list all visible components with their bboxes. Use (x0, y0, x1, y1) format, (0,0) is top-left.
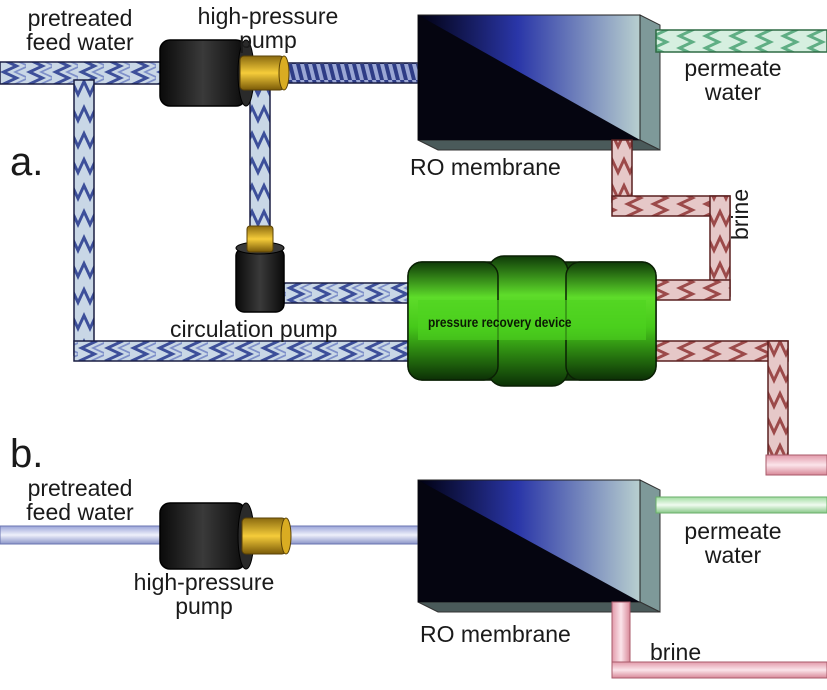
brine-pipe-b (611, 601, 827, 679)
circulation-pipe-vertical (249, 83, 271, 230)
hp-pump-label-a-line1: high-pressure (197, 3, 339, 29)
feed-water-label-a: pretreated feed water (0, 6, 160, 54)
permeate-label-a: permeate water (668, 56, 798, 104)
brine-pipe-a-outlet (765, 454, 827, 476)
permeate-pipe-a (655, 29, 827, 53)
brine-pipe-a (611, 139, 827, 476)
feed-water-label-b-line2: feed water (26, 499, 134, 525)
feed-pipe-high-pressure (279, 62, 421, 84)
pump-coupling-a (239, 55, 285, 91)
ro-membrane-label-a: RO membrane (410, 154, 561, 180)
permeate-label-b-line2: water (704, 542, 762, 568)
high-pressure-pump-a (159, 39, 290, 107)
permeate-label-a-line1: permeate (684, 55, 782, 81)
panel-label-a: a. (10, 140, 44, 184)
hp-pump-label-a-line2: pump (239, 27, 297, 53)
feed-water-label-a-line1: pretreated (27, 5, 133, 31)
prd-label: pressure recovery device (428, 314, 572, 330)
ro-membrane-a (417, 14, 661, 151)
feed-pipe-to-prd (73, 340, 420, 362)
hp-pump-label-a: high-pressure pump (188, 4, 348, 52)
feed-water-label-b: pretreated feed water (0, 476, 160, 524)
permeate-label-b: permeate water (668, 519, 798, 567)
high-pressure-pump-b (159, 502, 292, 570)
pressure-recovery-device (407, 255, 657, 387)
permeate-label-a-line2: water (704, 79, 762, 105)
hp-pump-label-b: high-pressure pump (124, 570, 284, 618)
panel-label-b: b. (10, 432, 44, 476)
feed-water-label-a-line2: feed water (26, 29, 134, 55)
panel-a (0, 14, 827, 476)
hp-pump-label-b-line1: high-pressure (133, 569, 275, 595)
brine-label-b: brine (650, 639, 702, 665)
permeate-label-b-line1: permeate (684, 518, 782, 544)
hp-pump-label-b-line2: pump (175, 593, 233, 619)
feed-water-label-b-line1: pretreated (27, 475, 133, 501)
feed-pipe-b-high-pressure (284, 525, 421, 545)
feed-pipe-b-inlet (0, 525, 171, 545)
ro-membrane-b (417, 479, 661, 613)
brine-label-a: brine (727, 188, 753, 240)
pump-coupling-b (241, 517, 287, 555)
circulation-pipe-to-prd (283, 282, 420, 304)
ro-membrane-label-b: RO membrane (420, 621, 571, 647)
circulation-pump (235, 225, 285, 313)
circulation-pump-label: circulation pump (170, 316, 338, 342)
panel-b (0, 479, 827, 679)
permeate-pipe-b (655, 496, 827, 514)
feed-pipe-bypass-vertical (73, 79, 95, 356)
circulation-pump-coupling (246, 225, 274, 253)
